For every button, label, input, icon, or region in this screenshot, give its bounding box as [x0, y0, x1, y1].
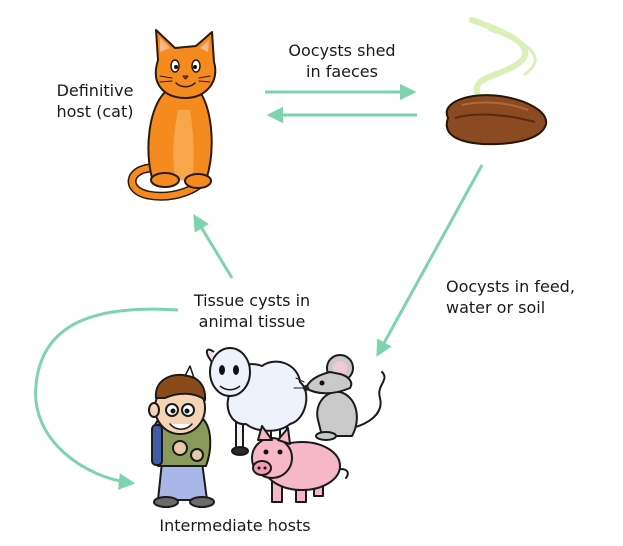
oocysts-shed-label-line-2: in faeces	[306, 62, 378, 81]
mouse-icon	[293, 354, 386, 441]
arrow-cysts-to-hosts	[34, 307, 179, 490]
tissue-cysts-label-line-2: animal tissue	[198, 312, 306, 331]
definitive-host-label: Definitive host (cat)	[30, 80, 160, 122]
oocysts-shed-label: Oocysts shed in faeces	[262, 40, 422, 82]
boy-icon	[148, 365, 215, 508]
oocysts-feed-label-line-2: water or soil	[446, 298, 546, 317]
definitive-host-label-line-2: host (cat)	[56, 102, 134, 121]
tissue-cysts-label-line-1: Tissue cysts in	[193, 291, 311, 310]
oocysts-shed-label-line-1: Oocysts shed	[288, 41, 396, 60]
oocysts-feed-label: Oocysts in feed, water or soil	[446, 276, 616, 318]
tissue-cysts-label: Tissue cysts in animal tissue	[172, 290, 332, 332]
arrow-hosts-to-cat	[193, 214, 234, 279]
sheep-icon	[206, 347, 308, 456]
pig-icon	[251, 425, 349, 503]
faeces-icon	[445, 94, 548, 146]
steam	[469, 17, 537, 99]
definitive-host-label-line-1: Definitive	[56, 81, 134, 100]
cat-icon	[127, 29, 217, 201]
intermediate-hosts-label: Intermediate hosts	[159, 516, 311, 535]
arrows	[34, 83, 484, 490]
oocysts-feed-label-line-1: Oocysts in feed,	[446, 277, 575, 296]
arrow-faeces-to-hosts	[376, 164, 484, 357]
